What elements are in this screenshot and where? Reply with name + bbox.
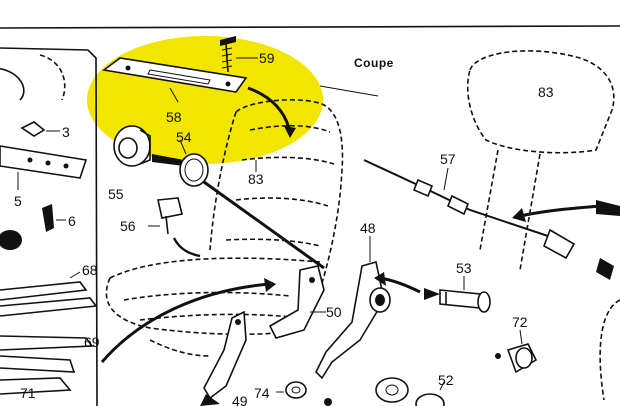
part-label-57: 57	[440, 151, 456, 167]
seat-outline	[105, 99, 344, 357]
top-border-line	[0, 25, 620, 29]
part-label-49: 49	[232, 393, 248, 406]
cable-line	[203, 180, 325, 270]
part-55-knob	[113, 125, 151, 167]
part-56-bolt	[148, 197, 201, 258]
part-58-plate	[102, 57, 248, 103]
part-label-71: 71	[20, 385, 36, 401]
part-label-50: 50	[326, 304, 342, 320]
part-59-screw	[220, 36, 258, 73]
part-label-55: 55	[108, 186, 124, 202]
part-57-cable	[363, 159, 614, 280]
part-label-74: 74	[254, 385, 270, 401]
part-label-52: 52	[438, 372, 454, 388]
part-label-83-headrest: 83	[538, 84, 554, 100]
part-label-56: 56	[120, 218, 136, 234]
diagram-title: Coupe	[354, 56, 394, 70]
part-54-cap	[152, 139, 209, 187]
coupe-leader	[319, 85, 379, 97]
part-53-bolt	[424, 276, 491, 313]
right-seat-partial	[599, 299, 620, 401]
part-label-54: 54	[176, 129, 192, 145]
part-label-58: 58	[166, 109, 182, 125]
part-52-washer	[375, 377, 445, 406]
part-label-59: 59	[259, 50, 275, 66]
headrest-83-right	[466, 50, 620, 271]
part-label-6: 6	[68, 213, 76, 229]
part-49-lever	[200, 310, 247, 406]
part-label-68: 68	[82, 262, 98, 278]
part-label-83-seat: 83	[248, 171, 264, 187]
part-74-ring	[276, 381, 332, 406]
part-label-3: 3	[62, 124, 70, 140]
part-label-69: 69	[84, 334, 100, 350]
part-48-recliner	[315, 236, 421, 380]
part-label-72: 72	[512, 314, 528, 330]
part-label-48: 48	[360, 220, 376, 236]
arrow-to-cushion	[100, 282, 271, 363]
part-label-53: 53	[456, 260, 472, 276]
left-detail-panel	[0, 47, 98, 406]
arrow-58-to-seat	[247, 86, 292, 133]
part-72-knob	[495, 329, 538, 374]
part-label-5: 5	[14, 193, 22, 209]
part-50-bracket	[268, 265, 326, 339]
